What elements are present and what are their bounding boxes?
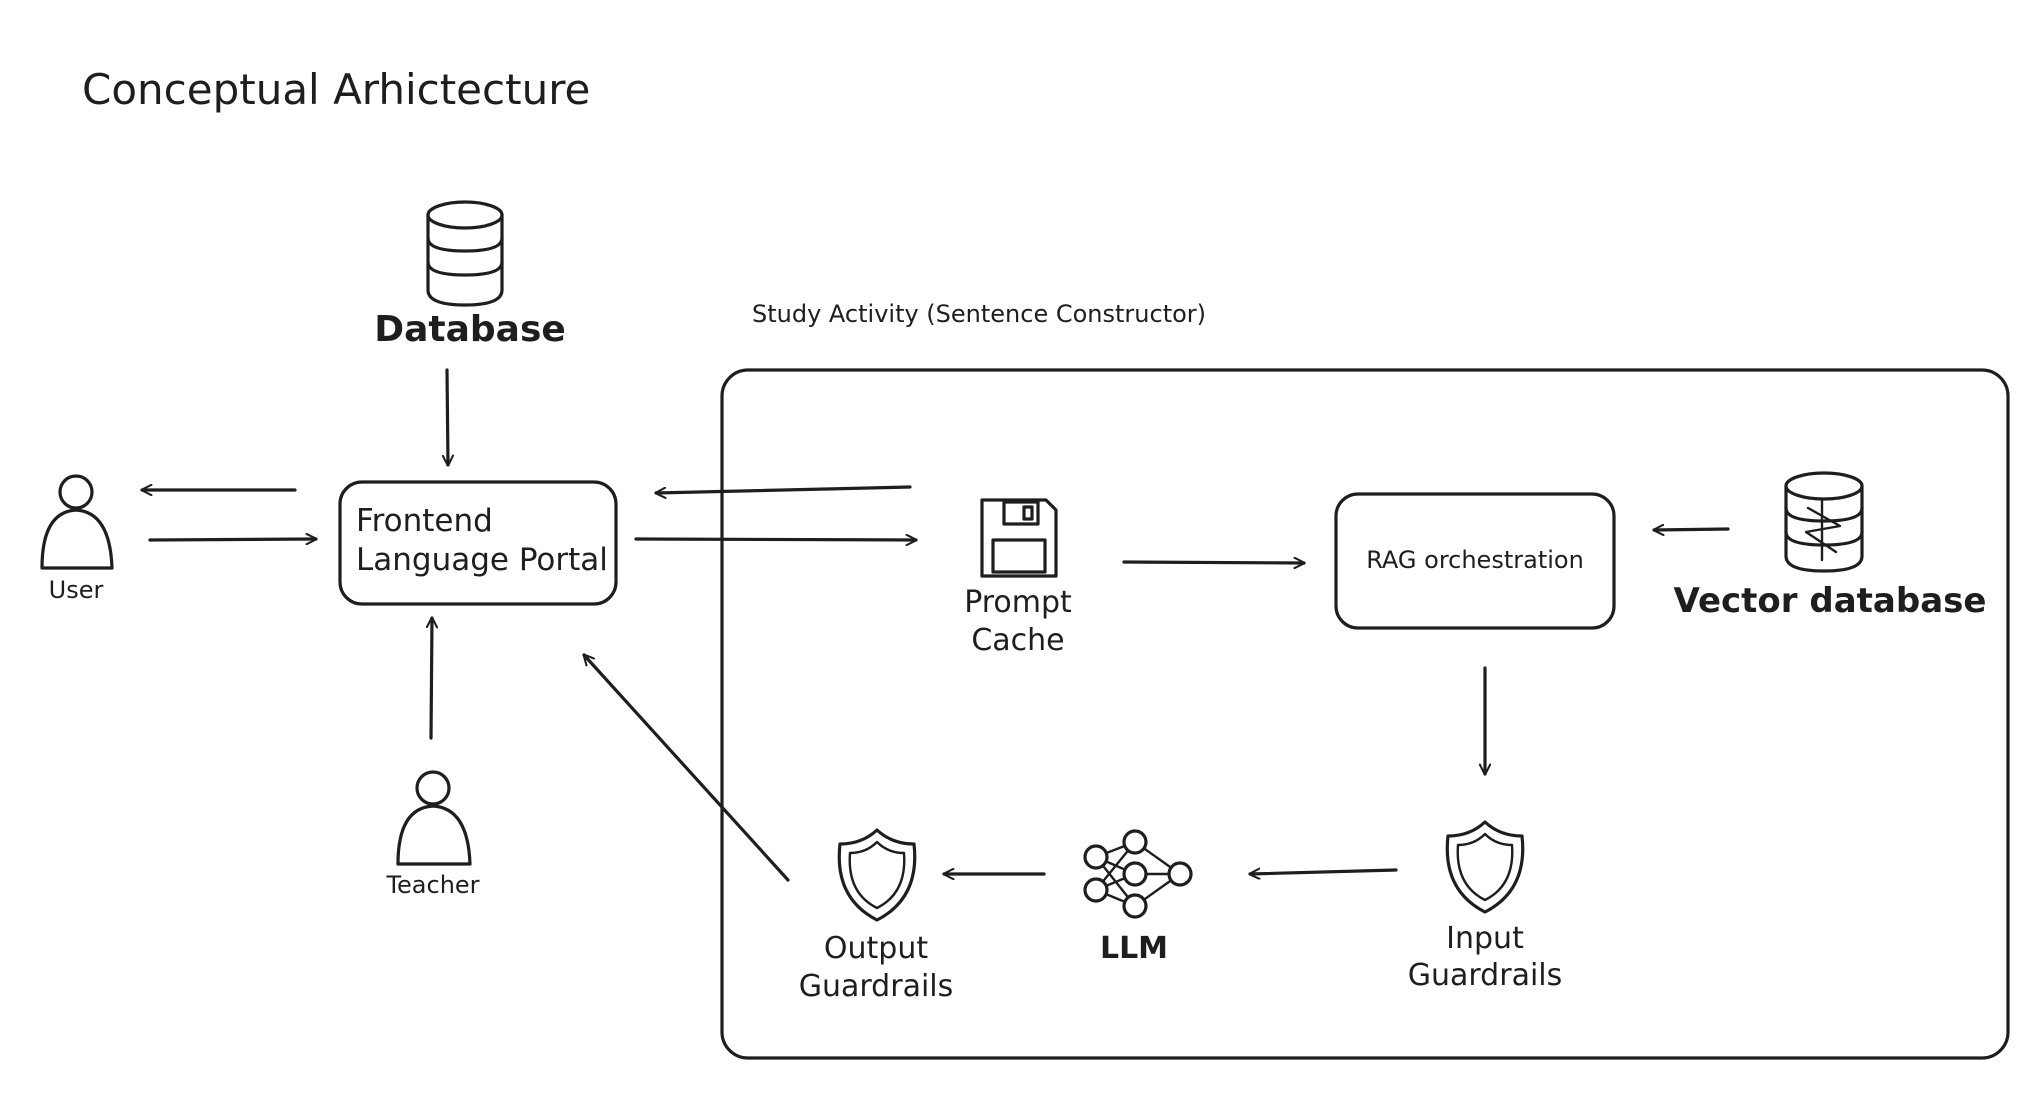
rag-orchestration-box: [1334, 492, 1616, 630]
llm-label: LLM: [1100, 931, 1168, 966]
user-label: User: [49, 576, 104, 604]
output-guardrails-shield-icon: [837, 828, 917, 922]
input-guardrails-label-line2: Guardrails: [1408, 958, 1563, 993]
output-guardrails-label-line1: Output: [824, 931, 928, 966]
diagram-title: Conceptual Arhictecture: [82, 65, 590, 114]
frontend-portal-box: [338, 480, 618, 606]
arrow-output-guardrails-to-frontend: [584, 655, 790, 882]
arrow-teacher-to-frontend: [431, 618, 432, 740]
arrow-prompt-cache-to-rag: [1122, 562, 1304, 563]
vector-database-icon: [1784, 471, 1864, 573]
frontend-label-line1: Frontend: [356, 503, 493, 539]
input-guardrails-label-line1: Input: [1446, 921, 1524, 956]
prompt-cache-label-line2: Cache: [971, 623, 1064, 658]
group-label: Study Activity (Sentence Constructor): [752, 300, 1206, 328]
vector-database-label: Vector database: [1674, 581, 1987, 621]
prompt-cache-label-line1: Prompt: [964, 585, 1072, 620]
teacher-label: Teacher: [385, 871, 479, 899]
floppy-disk-icon: [980, 498, 1058, 578]
arrow-input-guardrails-to-llm: [1250, 870, 1398, 874]
arrow-user-to-frontend: [148, 539, 316, 540]
database-label: Database: [374, 309, 566, 350]
arrow-database-to-frontend: [447, 368, 448, 465]
database-icon: [426, 200, 504, 307]
arrow-prompt-cache-to-frontend: [656, 485, 912, 493]
rag-label: RAG orchestration: [1366, 546, 1584, 574]
teacher-icon: [396, 770, 472, 866]
output-guardrails-label-line2: Guardrails: [799, 969, 954, 1004]
frontend-label-line2: Language Portal: [356, 542, 608, 578]
user-icon: [40, 474, 114, 570]
arrow-frontend-to-prompt-cache: [634, 539, 916, 540]
arrow-vector-db-to-rag: [1654, 529, 1730, 530]
input-guardrails-shield-icon: [1445, 820, 1525, 914]
study-activity-container: [720, 368, 2010, 1060]
neural-network-icon: [1083, 829, 1193, 919]
